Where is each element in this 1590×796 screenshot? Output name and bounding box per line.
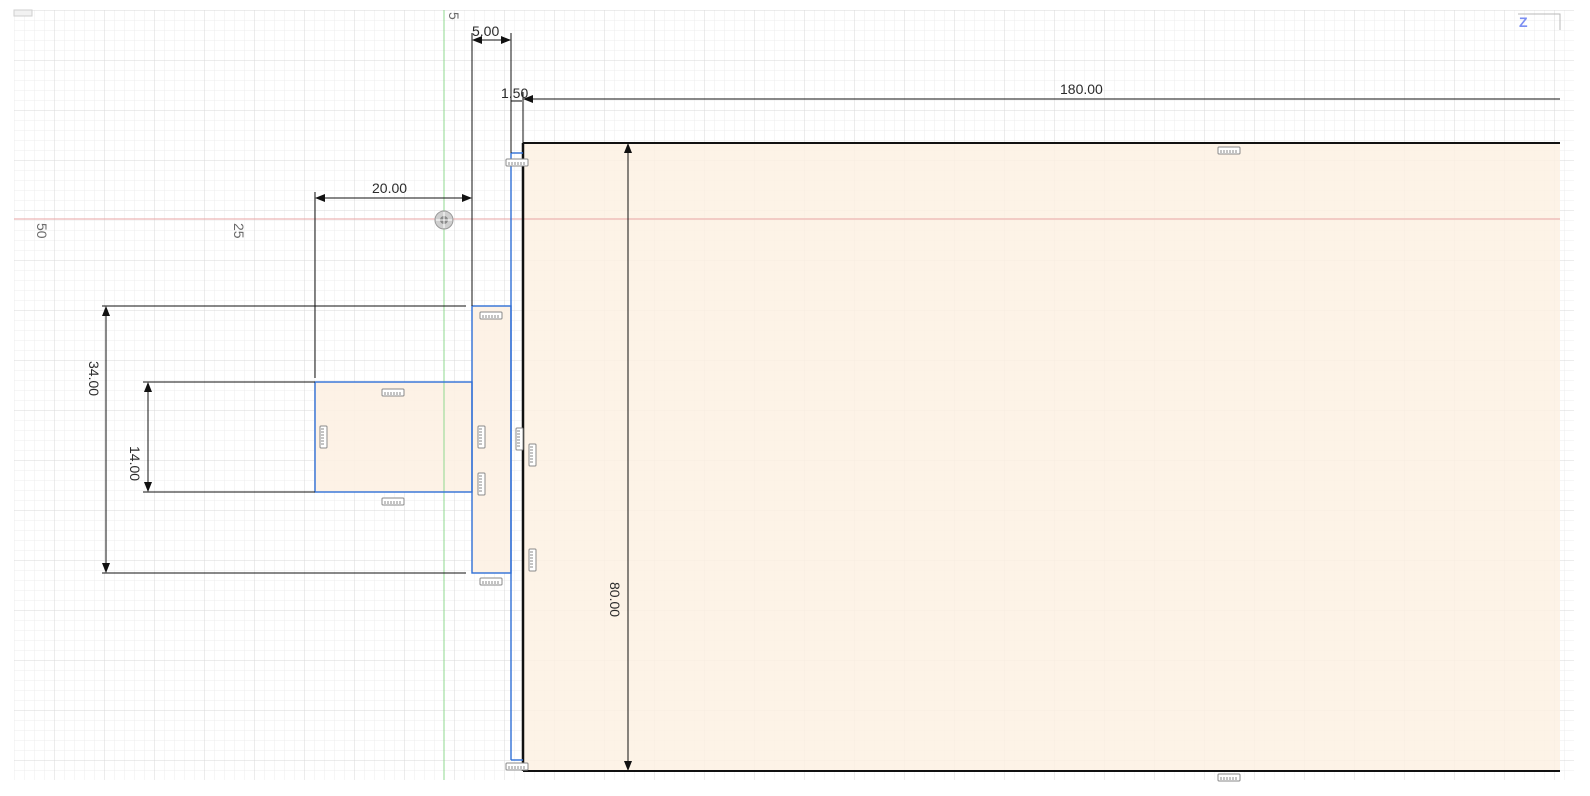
horizontal-constraint-icon — [381, 388, 405, 397]
horizontal-constraint-icon — [479, 577, 503, 586]
axis-label-50: 50 — [34, 223, 50, 239]
canvas-corner-tab — [13, 9, 33, 17]
dim-small-gap[interactable]: 1.50 — [501, 85, 528, 101]
selected-sketch-lines[interactable] — [314, 152, 523, 761]
axis-label-5: 5 — [446, 12, 462, 20]
horizontal-constraint-icon — [1217, 773, 1241, 782]
main-plate-profile[interactable] — [523, 143, 1560, 771]
horizontal-constraint-icon — [505, 158, 529, 167]
vertical-constraint-icon — [528, 443, 537, 467]
horizontal-constraint-icon — [505, 762, 529, 771]
vertical-constraint-icon — [477, 425, 486, 449]
horizontal-constraint-icon — [479, 311, 503, 320]
dim-outer-height[interactable]: 34.00 — [86, 361, 102, 396]
axis-label-25: 25 — [231, 223, 247, 239]
vertical-constraint-icon — [319, 425, 328, 449]
dim-offset-width[interactable]: 20.00 — [372, 180, 407, 196]
tab-profile[interactable] — [315, 382, 472, 492]
horizontal-constraint-icon — [1217, 146, 1241, 155]
horizontal-constraint-icon — [381, 497, 405, 506]
dim-inner-height[interactable]: 14.00 — [127, 446, 143, 481]
dim-plate-height[interactable]: 80.00 — [607, 582, 623, 617]
dimension-lines[interactable] — [102, 36, 1560, 771]
viewcube-z-axis-label[interactable]: Z — [1519, 14, 1528, 30]
vertical-constraint-icon — [515, 427, 524, 451]
main-plate-edges[interactable] — [521, 142, 1560, 772]
dim-top-width[interactable]: 5.00 — [472, 23, 499, 39]
origin-point[interactable] — [434, 210, 454, 230]
extension-lines — [102, 33, 524, 574]
dim-long-length[interactable]: 180.00 — [1060, 81, 1103, 97]
vertical-constraint-icon — [528, 548, 537, 572]
viewcube[interactable] — [1518, 13, 1561, 30]
vertical-constraint-icon — [477, 472, 486, 496]
